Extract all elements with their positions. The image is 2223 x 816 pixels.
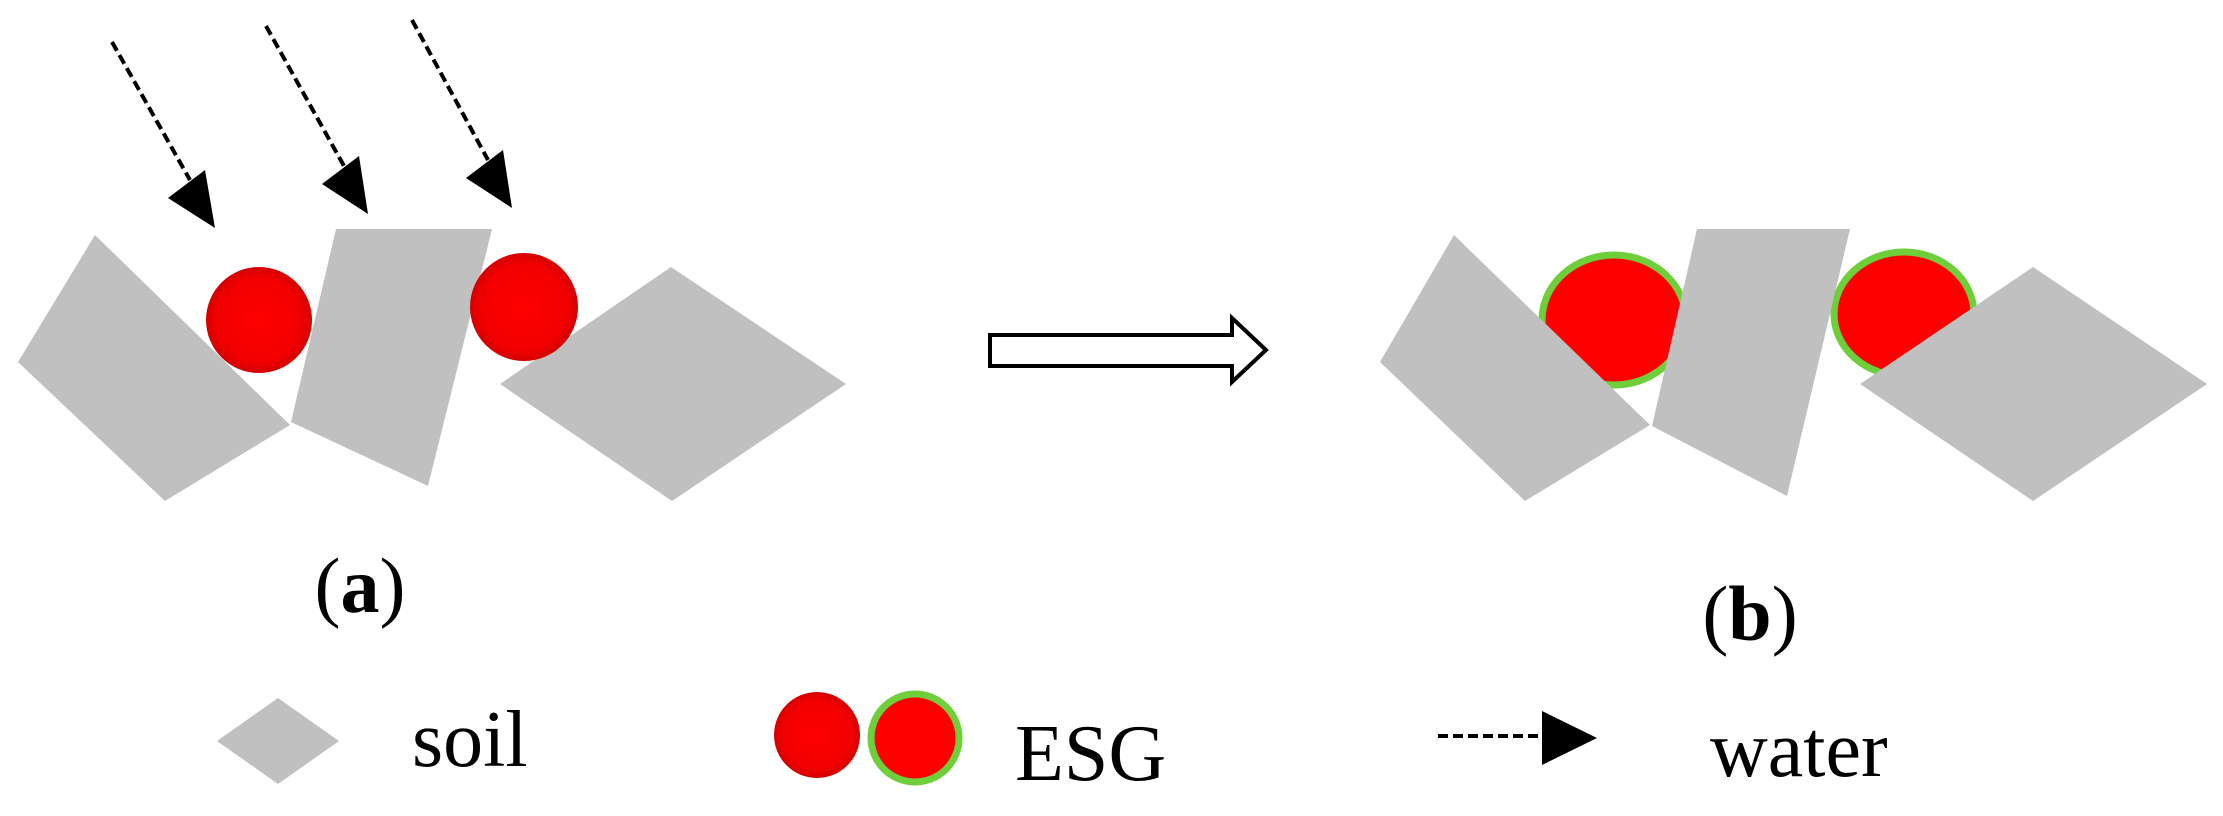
soil-particle xyxy=(500,267,846,501)
water-arrow xyxy=(410,19,512,208)
panel-label-b: (b) xyxy=(1702,570,1797,657)
soil-particle xyxy=(1652,229,1850,496)
soil-particle xyxy=(1860,267,2207,501)
soil-particle xyxy=(1380,235,1650,501)
legend-soil-label: soil xyxy=(412,696,528,784)
water-arrow xyxy=(264,25,368,214)
esg-granule xyxy=(470,253,578,361)
panel-b: (b) xyxy=(1380,229,2207,657)
panel-label-a: (a) xyxy=(315,542,406,629)
soil-particle xyxy=(18,235,290,501)
legend-esg: ESG xyxy=(774,690,1166,798)
water-arrowhead-icon xyxy=(1542,711,1597,765)
legend-water: water xyxy=(1438,706,1888,794)
esg-swatch-icon xyxy=(774,692,860,778)
transition-arrow-icon xyxy=(988,313,1269,387)
soil-swatch-icon xyxy=(217,698,339,784)
esg-granule xyxy=(206,267,312,373)
panel-a: (a) xyxy=(18,19,846,629)
legend-esg-label: ESG xyxy=(1015,710,1166,798)
legend-soil: soil xyxy=(217,696,528,784)
legend-water-label: water xyxy=(1710,706,1888,794)
esg-coated-swatch-icon xyxy=(867,690,963,786)
water-arrow xyxy=(110,41,215,228)
legend: soil ESG water xyxy=(217,690,1888,798)
soil-particle xyxy=(291,229,492,486)
